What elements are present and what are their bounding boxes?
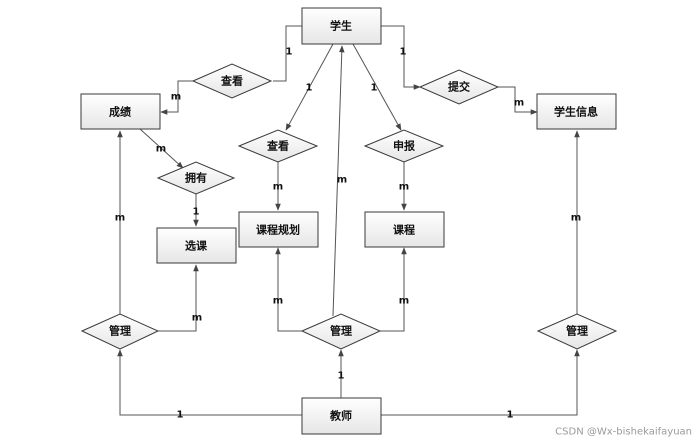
cardinality-label: m: [156, 144, 166, 155]
cardinality-label: 1: [507, 410, 514, 421]
edge-student-view-plan: [285, 43, 334, 131]
edge-submit-to-info: [498, 86, 538, 115]
entity-label: 课程规划: [256, 223, 300, 237]
cardinality-label: m: [399, 296, 409, 307]
edge-teacher-manage-right: [380, 349, 580, 416]
cardinality-label: 1: [338, 371, 345, 382]
cardinality-label: m: [192, 313, 202, 324]
relationship-manage-left: 管理: [80, 313, 160, 350]
relationship-label: 查看: [267, 139, 289, 153]
edge-student-declare: [352, 43, 402, 131]
cardinality-label: 1: [400, 47, 407, 58]
cardinality-label: 1: [193, 207, 200, 218]
edge-student-view-grades: [273, 25, 302, 82]
relationship-label: 拥有: [185, 171, 207, 185]
edge-grades-own: [139, 128, 184, 169]
relationship-label: 管理: [109, 324, 131, 338]
entity-label: 学生: [330, 19, 352, 33]
edge-manage-center-student: [332, 45, 345, 317]
entity-course-selection: 选课: [156, 227, 237, 264]
relationship-manage-center: 管理: [300, 313, 382, 350]
relationship-view-grades: 查看: [191, 63, 273, 99]
relationship-label: 管理: [566, 324, 588, 338]
edge-manage-center-course: [379, 247, 407, 332]
cardinality-label: m: [337, 175, 347, 186]
entity-label: 教师: [329, 409, 352, 423]
edge-student-submit: [381, 25, 421, 90]
relationship-declare: 申报: [363, 129, 445, 163]
edge-view-grades-to-grades: [160, 80, 193, 115]
relationship-view-plan: 查看: [237, 129, 319, 163]
entity-label: 学生信息: [554, 105, 598, 119]
relationship-label: 提交: [448, 80, 470, 94]
edge-manage-left-selection: [158, 264, 199, 332]
edges: [117, 25, 580, 416]
relationship-submit: 提交: [418, 69, 500, 105]
relationship-manage-right: 管理: [536, 313, 618, 350]
cardinality-label: m: [514, 98, 524, 109]
cardinality-label: 1: [177, 410, 184, 421]
edge-teacher-manage-left: [117, 349, 302, 416]
entity-label: 选课: [185, 239, 208, 253]
relationship-label: 查看: [221, 74, 243, 88]
entity-grades: 成绩: [80, 93, 161, 130]
cardinality-label: m: [571, 213, 581, 224]
entity-student: 学生: [301, 7, 382, 45]
relationship-label: 管理: [330, 324, 352, 338]
cardinality-label: 1: [286, 47, 293, 58]
cardinality-label: 1: [371, 83, 378, 94]
entity-course-plan: 课程规划: [238, 211, 319, 248]
entity-label: 课程: [393, 223, 415, 237]
edge-manage-center-plan: [275, 247, 302, 332]
cardinality-label: m: [399, 182, 409, 193]
cardinality-label: m: [171, 92, 181, 103]
cardinality-label: 1: [306, 83, 313, 94]
entity-label: 成绩: [109, 105, 131, 119]
entity-student-info: 学生信息: [536, 93, 617, 130]
cardinality-label: m: [115, 213, 125, 224]
cardinality-label: m: [273, 296, 283, 307]
relationship-label: 申报: [393, 139, 416, 153]
cardinality-labels: 1 m 1 m 1 1 m 1 m m m m m m m m 1 1 1: [115, 47, 581, 421]
entity-course: 课程: [364, 211, 445, 248]
cardinality-label: m: [273, 182, 283, 193]
watermark-text: CSDN @Wx-bishekaifayuan: [555, 427, 692, 438]
entity-teacher: 教师: [301, 397, 382, 435]
relationship-own: 拥有: [156, 161, 236, 195]
